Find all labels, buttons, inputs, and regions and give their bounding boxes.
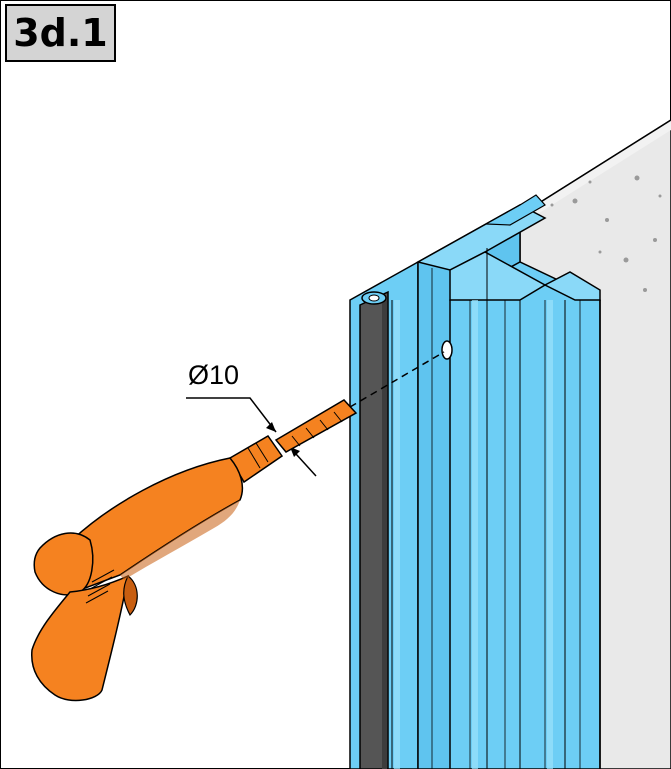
dimension-leader: [186, 397, 317, 477]
drill-axis-line: [349, 351, 445, 408]
gasket-strip: [359, 290, 389, 769]
diameter-dimension-label: Ø10: [188, 360, 240, 390]
step-number-label: 3d.1: [5, 4, 116, 62]
power-drill-icon: [31, 399, 358, 702]
